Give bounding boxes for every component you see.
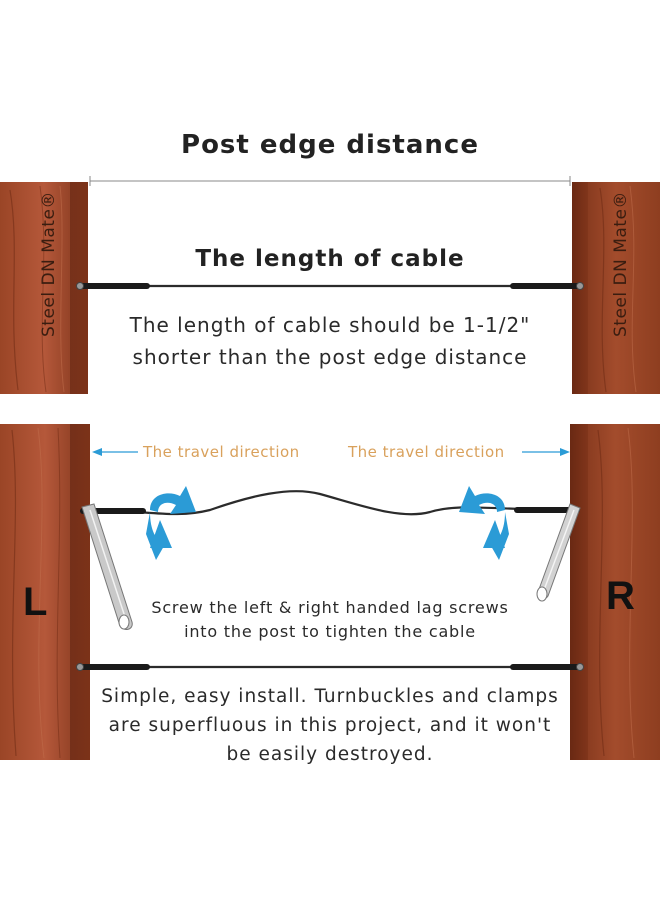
rotation-arrow-left-icon — [146, 486, 196, 560]
install-summary-line-3: be easily destroyed. — [226, 744, 434, 765]
screw-instruction-line-2: into the post to tighten the cable — [184, 622, 476, 641]
travel-arrow-right — [522, 448, 570, 456]
screw-instruction-line-1: Screw the left & right handed lag screws — [151, 598, 509, 617]
post-edge-dimension-line — [89, 176, 571, 186]
screw-instruction: Screw the left & right handed lag screws… — [100, 596, 560, 644]
install-summary-line-1: Simple, easy install. Turnbuckles and cl… — [101, 686, 559, 707]
right-lag-screw — [536, 503, 581, 602]
left-lag-screw — [81, 503, 133, 630]
install-summary: Simple, easy install. Turnbuckles and cl… — [80, 682, 580, 769]
travel-arrow-left — [92, 448, 138, 456]
post-left — [0, 424, 90, 760]
post-right — [570, 424, 660, 760]
cable-length-note: The length of cable should be 1-1/2" sho… — [0, 309, 660, 373]
travel-direction-left: The travel direction — [143, 443, 300, 461]
cable-note-line-1: The length of cable should be 1-1/2" — [129, 313, 531, 337]
post-left-letter: L — [23, 580, 48, 624]
top-cable — [76, 282, 584, 290]
post-right-letter: R — [606, 574, 635, 618]
post-edge-distance-title: Post edge distance — [181, 130, 479, 160]
install-summary-line-2: are superfluous in this project, and it … — [108, 715, 552, 736]
cable-note-line-2: shorter than the post edge distance — [132, 345, 528, 369]
travel-direction-right: The travel direction — [348, 443, 505, 461]
rotation-arrow-right-icon — [459, 486, 509, 560]
cable-length-title: The length of cable — [195, 246, 465, 272]
tight-cable — [76, 663, 584, 671]
